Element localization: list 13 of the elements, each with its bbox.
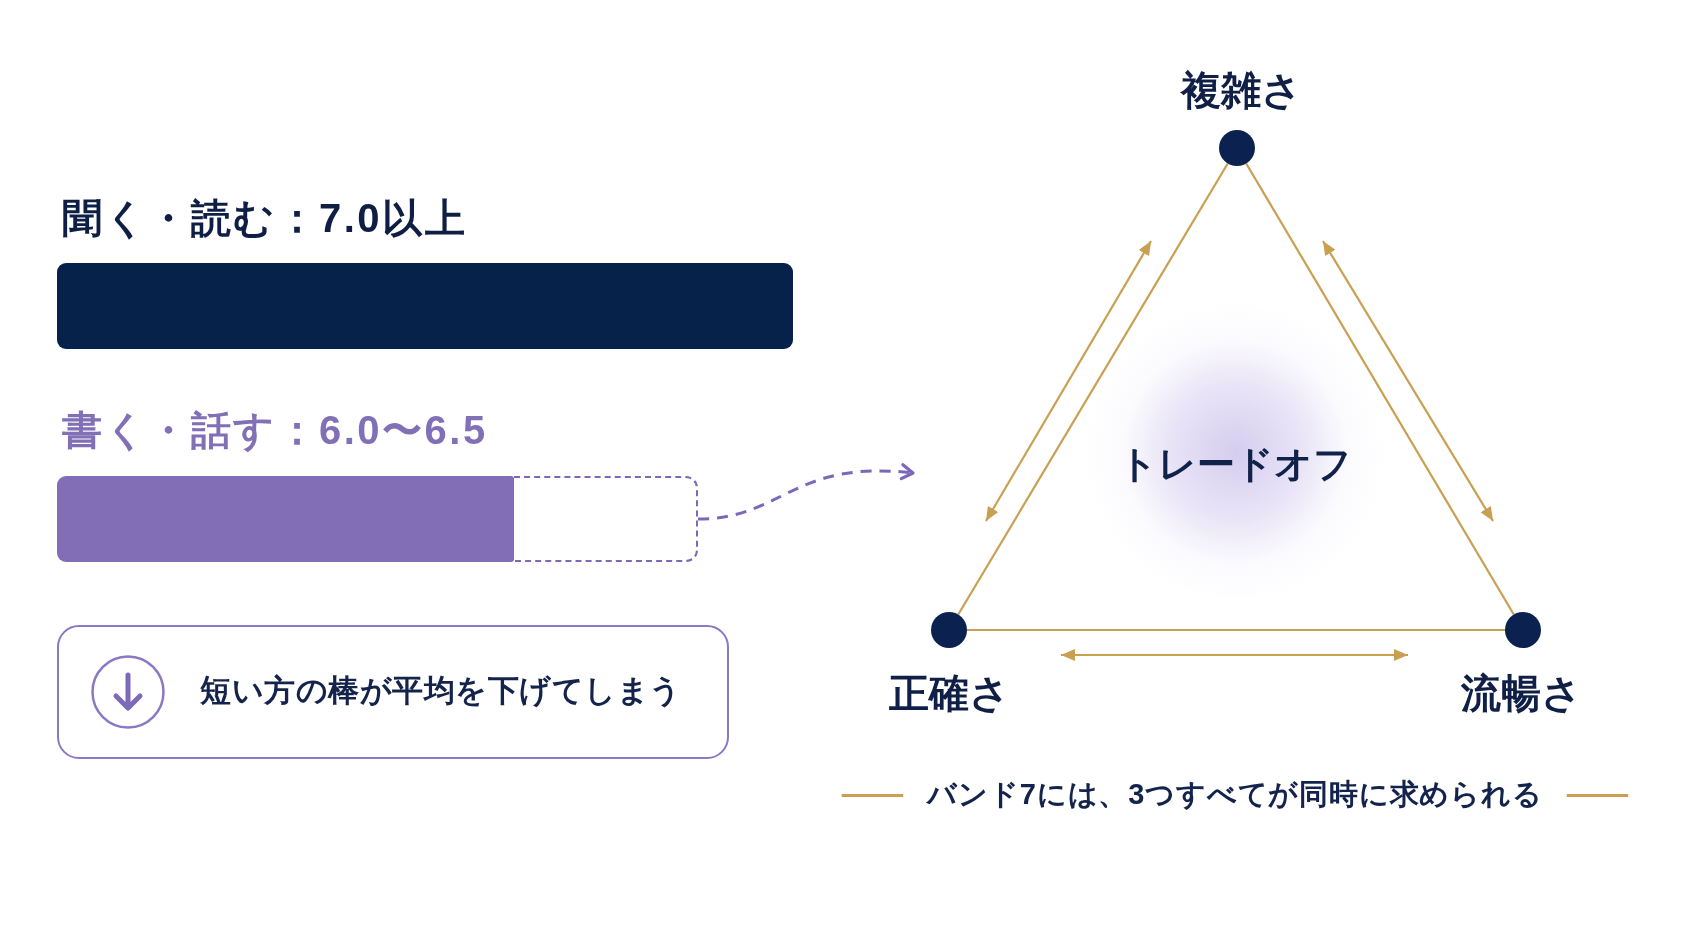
caption-text: バンド7には、3つすべてが同時に求められる — [927, 777, 1543, 812]
connector-line — [1245, 162, 1515, 616]
connector-line — [967, 628, 1505, 632]
dashed-arrow — [697, 463, 915, 521]
note-text: 短い方の棒が平均を下げてしまう — [200, 672, 682, 710]
bar-label: 聞く・読む：7.0以上 — [62, 195, 468, 242]
bar-label: 書く・話す：6.0〜6.5 — [62, 407, 488, 454]
note-card — [57, 625, 729, 759]
vertex-label: 正確さ — [888, 670, 1010, 716]
vertex-label: 複雑さ — [1180, 67, 1302, 113]
vertex-label: 流暢さ — [1460, 670, 1582, 716]
center-label: トレードオフ — [1118, 442, 1352, 487]
connector-line — [957, 162, 1229, 616]
